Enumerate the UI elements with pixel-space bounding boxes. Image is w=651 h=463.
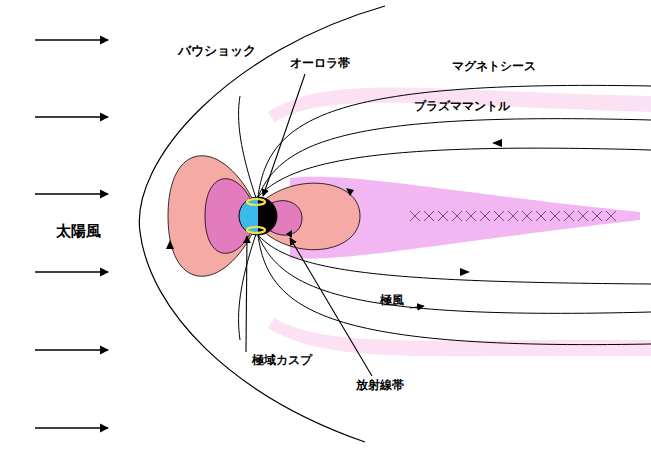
earth: [239, 197, 277, 235]
region-label: 極域カスプ: [252, 354, 312, 367]
region-label: バウショック: [178, 44, 256, 58]
flow-arrowheads: [166, 139, 502, 276]
nightside-outer-region: [264, 183, 360, 250]
plasma-mantle-upper: [268, 87, 651, 122]
region-label: オーロラ帯: [290, 57, 350, 70]
region-label: プラズママントル: [414, 100, 510, 113]
field-lines: [239, 85, 651, 344]
region-label: 太陽風: [56, 223, 101, 240]
plasma-mantle-lower: [268, 318, 651, 356]
region-label: 放射線帯: [356, 379, 404, 392]
x-line-marks: [410, 211, 616, 221]
region-label: 極風: [380, 294, 404, 307]
leader-lines: [246, 74, 424, 376]
solar-wind-arrows: [35, 40, 108, 428]
region-label: マグネトシース: [452, 60, 536, 73]
bow-shock: [139, 6, 385, 442]
